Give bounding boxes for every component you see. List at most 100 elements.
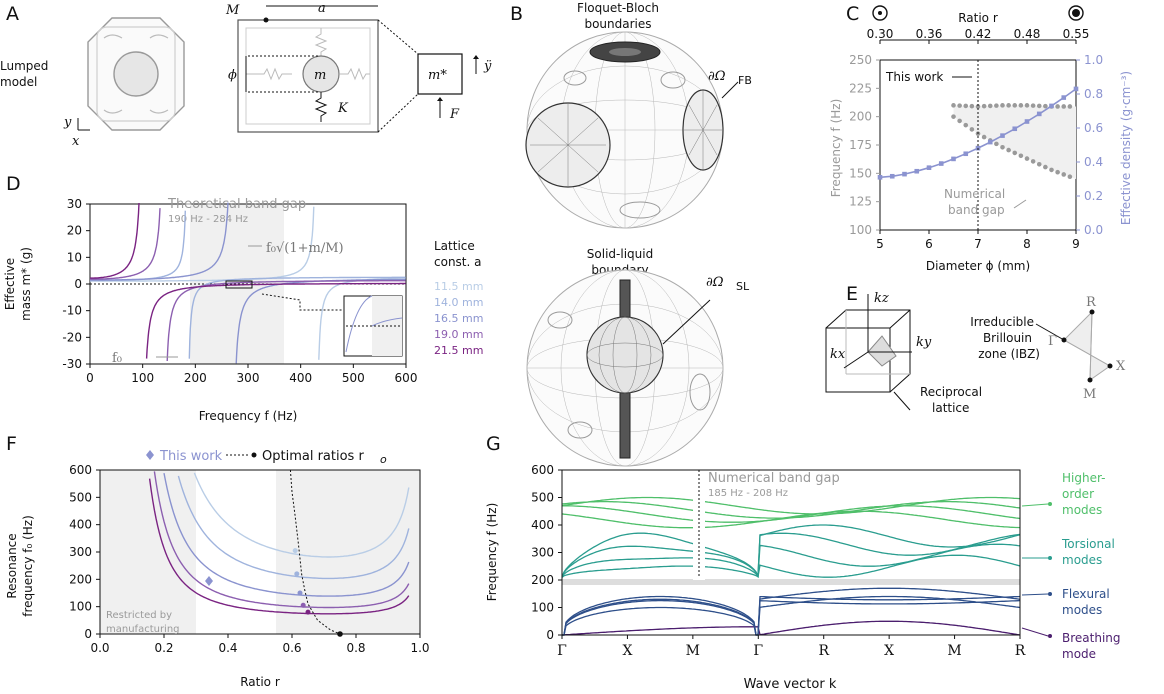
c-gap-point xyxy=(981,134,987,140)
f-restricted-left xyxy=(100,470,196,634)
c-left-tick-label: 125 xyxy=(849,195,872,209)
force-arrowhead xyxy=(437,97,443,101)
e-ibz-edge1 xyxy=(1089,311,1093,381)
c-band-gap-region xyxy=(951,103,1076,180)
c-gap-point xyxy=(1061,172,1067,177)
c-gap-point xyxy=(1036,161,1042,167)
c-density-marker xyxy=(1073,86,1079,92)
c-density-marker xyxy=(1012,126,1018,132)
c-gap-point xyxy=(1030,103,1036,108)
c-density-marker xyxy=(963,151,969,157)
g-y-tick-label: 300 xyxy=(531,546,554,560)
c-right-tick-label: 1.0 xyxy=(1084,53,1103,67)
c-gap-point xyxy=(994,141,999,147)
c-left-tick-label: 100 xyxy=(849,223,872,237)
fb-pointer xyxy=(721,81,739,99)
f-restricted-2: manufacturing xyxy=(106,624,180,635)
label-mstar: m* xyxy=(428,68,447,83)
fb-title-1: Floquet-Bloch xyxy=(577,1,659,15)
g-y-tick-label: 400 xyxy=(531,518,554,532)
e-ibz-2: Brillouin xyxy=(983,331,1032,345)
c-left-tick-label: 200 xyxy=(849,110,872,124)
panel-b-meshes: Floquet-Bloch boundaries ∂Ω FB Solid-liq… xyxy=(525,1,752,467)
fb-symbol: ∂Ω xyxy=(708,69,726,84)
e-recip-pointer xyxy=(893,391,911,411)
f-legend-dot xyxy=(251,452,257,458)
d-legend-title-2: const. a xyxy=(434,255,481,269)
c-gap-point xyxy=(1049,167,1054,173)
panel-f-chart: Restricted by manufacturing This work Op… xyxy=(5,449,430,689)
g-mode-higher-2: order xyxy=(1062,487,1094,501)
d-curve-left xyxy=(90,202,229,281)
sl-symbol: ∂Ω xyxy=(706,275,724,290)
c-top-tick-label: 0.42 xyxy=(965,27,992,41)
g-x-tick-label: R xyxy=(1015,643,1026,659)
g-mode-breathing-1: Breathing xyxy=(1062,631,1121,645)
d-legend-entry: 19.0 mm xyxy=(434,328,483,341)
e-ibz-pointer xyxy=(1035,323,1065,341)
g-band-breathing xyxy=(561,620,1021,636)
c-density-marker xyxy=(889,173,895,179)
d-curve-left xyxy=(90,202,140,279)
unit-cell-sphere xyxy=(113,51,159,97)
c-density-marker xyxy=(926,165,932,170)
d-x-tick-label: 200 xyxy=(184,371,207,385)
f-x-tick-label: 0.4 xyxy=(218,641,237,655)
g-ylabel: Frequency f (Hz) xyxy=(485,503,499,602)
g-x-tick-label: Γ xyxy=(753,643,763,659)
g-band-higher xyxy=(561,510,1021,529)
c-gap-point xyxy=(969,103,975,109)
g-mode-flexural-2: modes xyxy=(1062,603,1102,617)
c-gap-point xyxy=(1000,144,1005,150)
sl-pointer xyxy=(662,299,711,345)
g-band-torsional xyxy=(561,532,1021,579)
g-band-torsional xyxy=(561,543,1021,579)
f-optimal-point xyxy=(297,590,303,596)
c-band-gap-label-1: Numerical xyxy=(944,187,1005,201)
c-gap-point xyxy=(957,103,962,108)
c-density-marker xyxy=(877,175,883,180)
c-right-ticks: 0.00.20.40.60.81.0 xyxy=(1076,53,1103,237)
e-point-R xyxy=(1089,309,1095,315)
c-band-gap-pointer xyxy=(1013,199,1027,209)
e-ibz-3: zone (IBZ) xyxy=(978,347,1040,361)
unit-cell-slots xyxy=(103,34,169,114)
f-x-tick-label: 0.0 xyxy=(90,641,109,655)
g-xlabel: Wave vector k xyxy=(744,677,837,692)
f-xlabel: Ratio r xyxy=(240,675,280,689)
f-ylabel-2: frequency f₀ (Hz) xyxy=(21,515,35,617)
e-label-gamma: Γ xyxy=(1048,334,1057,349)
d-legend-entry: 16.5 mm xyxy=(434,312,483,325)
g-band-torsional xyxy=(561,554,1021,578)
panel-e-brillouin: kz kx ky Reciprocal lattice Irreducible … xyxy=(825,291,1126,415)
panel-label-b: B xyxy=(510,3,523,25)
spring-K xyxy=(314,92,328,122)
d-curve-right xyxy=(188,276,406,359)
e-label-X: X xyxy=(1116,359,1126,374)
d-ylabel-1: Effective xyxy=(3,258,17,310)
d-y-tick-label: 20 xyxy=(67,224,82,238)
c-density-marker xyxy=(1024,119,1030,124)
g-x-tick-label: X xyxy=(622,643,632,659)
e-recip-1: Reciprocal xyxy=(920,385,982,399)
c-gap-point xyxy=(1043,164,1048,170)
f-curve xyxy=(193,472,410,558)
sl-title-1: Solid-liquid xyxy=(587,247,653,261)
c-bottom-tick-label: 5 xyxy=(876,237,884,251)
c-density-marker xyxy=(1061,95,1067,100)
c-gap-point xyxy=(1036,103,1042,109)
fb-title-2: boundaries xyxy=(584,17,651,31)
f-legend-opt: Optimal ratios r xyxy=(262,449,364,464)
g-band-higher xyxy=(562,505,1021,523)
f-restricted-right xyxy=(276,470,420,634)
c-density-marker xyxy=(938,161,944,166)
d-y-tick-label: -30 xyxy=(62,357,82,371)
f-curve xyxy=(153,471,410,609)
c-gap-point xyxy=(1055,104,1060,109)
panel-label-c: C xyxy=(846,3,859,25)
g-mode-torsional-1: Torsional xyxy=(1061,537,1115,551)
